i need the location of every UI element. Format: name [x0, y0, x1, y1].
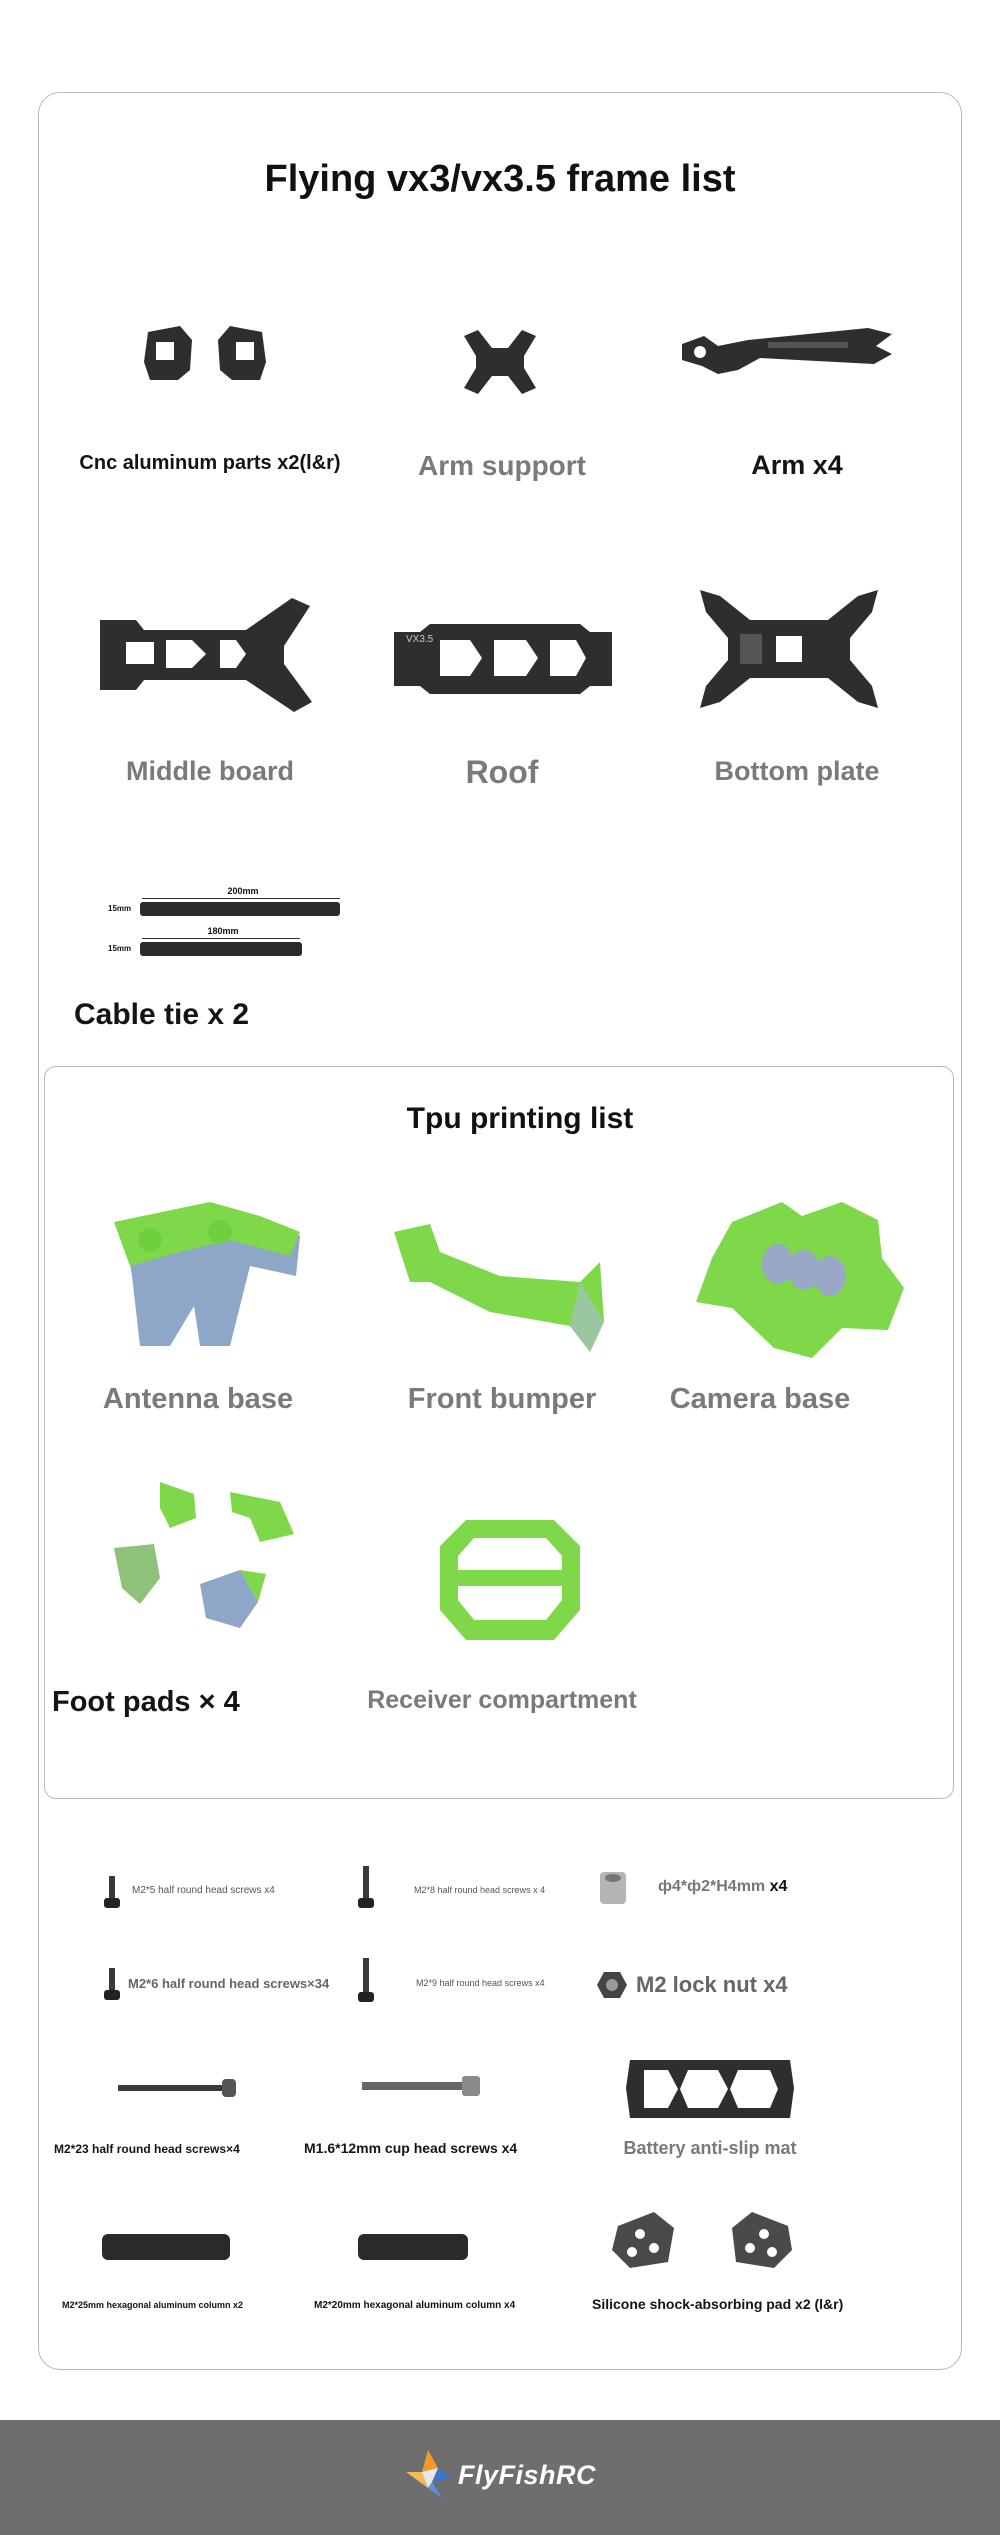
middle-board-image	[100, 598, 312, 712]
standoff-label: ф4*ф2*H4mm x4	[658, 1878, 787, 1896]
footer-bar	[0, 2420, 1000, 2535]
cable-tie-width-long: 15mm	[108, 904, 132, 913]
battery-anti-slip-mat-image	[626, 2060, 794, 2118]
receiver-compartment-image	[440, 1520, 580, 1640]
bottom-plate-image	[700, 590, 878, 708]
m2x8-screw-image	[358, 1866, 374, 1908]
tpu-list-title: Tpu printing list	[406, 1102, 634, 1135]
m2x6-screw-label: M2*6 half round head screws×34	[128, 1976, 330, 1991]
flyfishrc-logo-icon	[406, 2450, 452, 2498]
standoff-qty: x4	[769, 1878, 788, 1895]
cable-tie-label: Cable tie x 2	[74, 998, 250, 1031]
camera-base-image	[696, 1202, 904, 1358]
roof-image: VX3.5	[394, 624, 612, 694]
cable-tie-short-length: 180mm	[207, 926, 239, 936]
lock-nut-image	[597, 1972, 627, 1998]
front-bumper-label: Front bumper	[407, 1383, 597, 1415]
column-25mm-image	[102, 2234, 230, 2260]
arm-label: Arm x4	[751, 450, 843, 480]
standoff-spec: ф4*ф2*H4mm	[658, 1878, 766, 1895]
m2x6-screw-image	[104, 1968, 120, 2000]
standoff-image	[600, 1872, 626, 1904]
m1-6x12-screw-image	[362, 2076, 480, 2096]
silicone-pad-label: Silicone shock-absorbing pad x2 (l&r)	[592, 2296, 844, 2312]
cable-tie-long-length: 200mm	[227, 886, 259, 896]
silicone-pad-image	[612, 2212, 792, 2268]
m2x23-screw-label: M2*23 half round head screws×4	[54, 2142, 240, 2156]
roof-label: Roof	[465, 754, 539, 790]
middle-board-label: Middle board	[126, 756, 294, 786]
m2x5-screw-image	[104, 1876, 120, 1908]
camera-base-label: Camera base	[669, 1383, 851, 1415]
bottom-plate-label: Bottom plate	[714, 756, 880, 786]
antenna-base-image	[114, 1202, 300, 1346]
cnc-aluminum-parts-image	[144, 326, 266, 380]
m2x9-screw-image	[358, 1958, 374, 2002]
column-25mm-label: M2*25mm hexagonal aluminum column x2	[62, 2300, 244, 2310]
roof-marking: VX3.5	[406, 634, 434, 645]
cable-tie-width-short: 15mm	[108, 944, 132, 953]
receiver-compartment-label: Receiver compartment	[367, 1686, 637, 1714]
m2x23-screw-image	[118, 2079, 236, 2097]
m1-6x12-screw-label: M1.6*12mm cup head screws x4	[304, 2140, 518, 2156]
foot-pads-label: Foot pads × 4	[52, 1686, 240, 1718]
m2x5-screw-label: M2*5 half round head screws x4	[132, 1885, 275, 1896]
m2x9-screw-label: M2*9 half round head screws x4	[416, 1978, 545, 1988]
cable-tie-image: 200mm 15mm 180mm 15mm	[108, 886, 348, 976]
column-20mm-image	[358, 2234, 468, 2260]
arm-image	[682, 328, 892, 374]
front-bumper-image	[394, 1224, 604, 1352]
foot-pads-image	[114, 1482, 294, 1628]
column-20mm-label: M2*20mm hexagonal aluminum column x4	[314, 2300, 516, 2311]
arm-support-label: Arm support	[418, 450, 586, 481]
battery-anti-slip-mat-label: Battery anti-slip mat	[623, 2138, 797, 2158]
footer-brand: FlyFishRC	[458, 2460, 597, 2490]
m2x8-screw-label: M2*8 half round head screws x 4	[414, 1885, 546, 1895]
frame-list-panel	[38, 92, 962, 2370]
tpu-list-panel	[44, 1066, 954, 1799]
frame-list-title: Flying vx3/vx3.5 frame list	[264, 158, 736, 200]
lock-nut-label: M2 lock nut x4	[636, 1972, 788, 1997]
cnc-aluminum-parts-label: Cnc aluminum parts x2(l&r)	[79, 452, 341, 474]
arm-support-image	[464, 330, 536, 394]
antenna-base-label: Antenna base	[102, 1383, 294, 1415]
